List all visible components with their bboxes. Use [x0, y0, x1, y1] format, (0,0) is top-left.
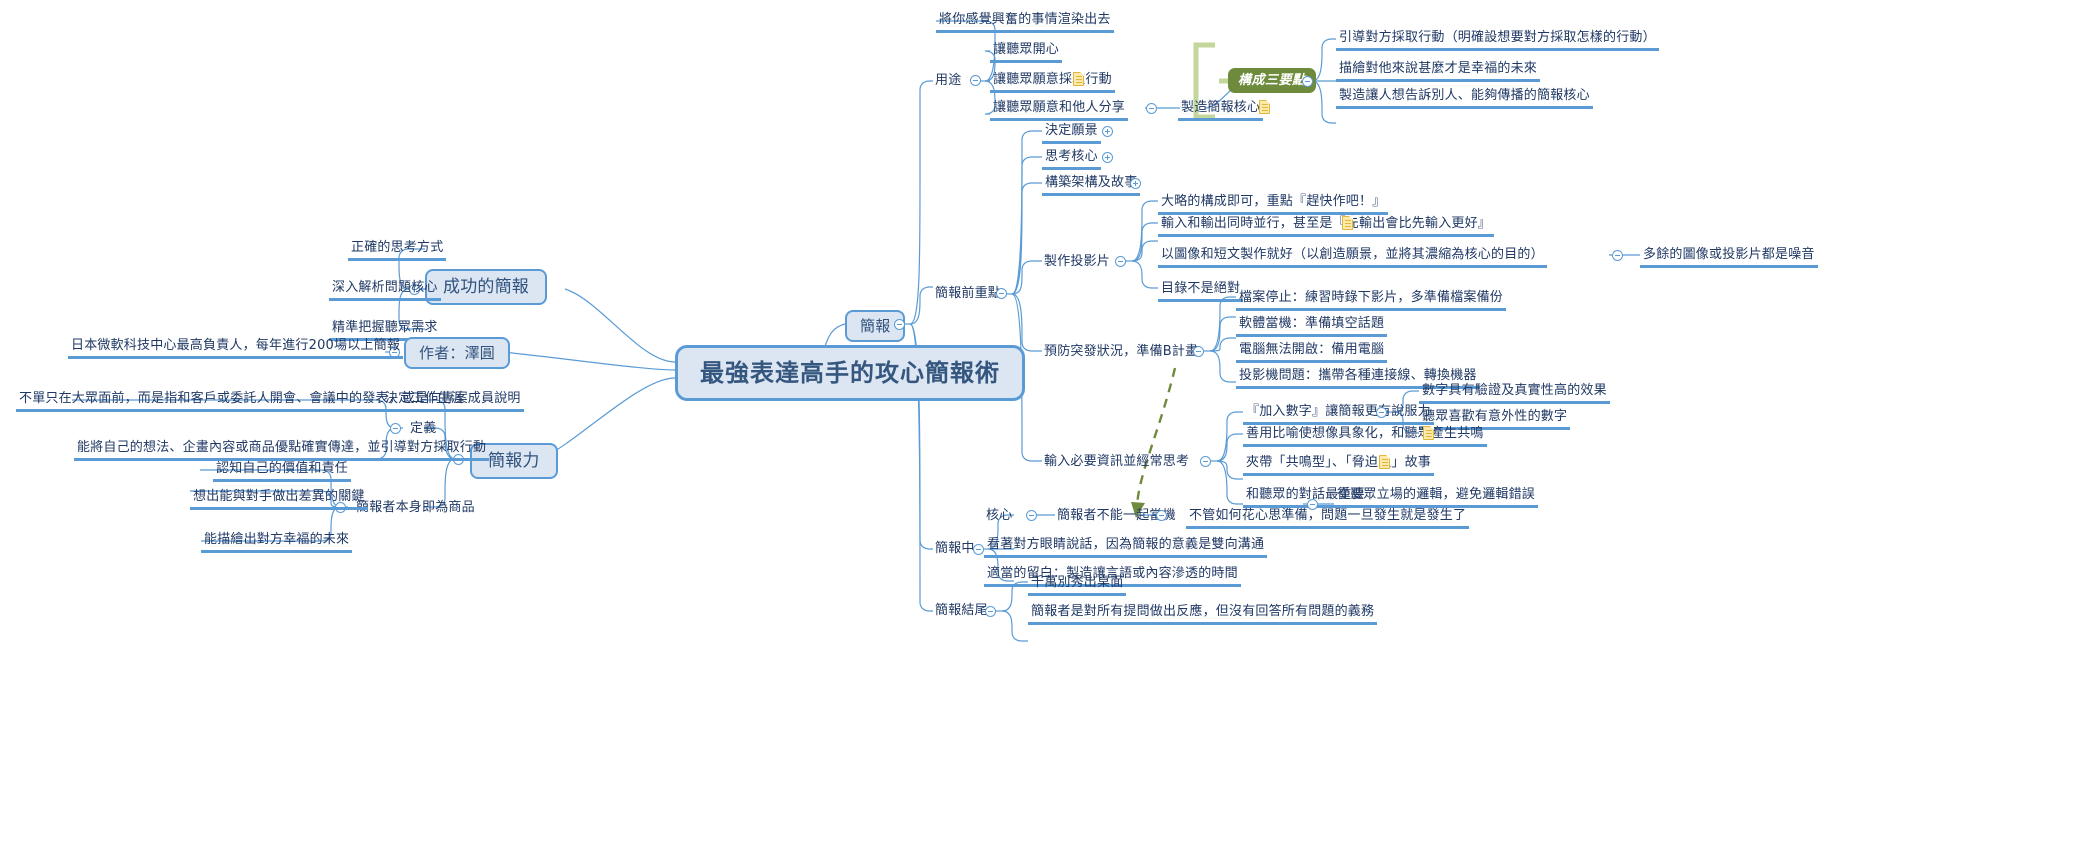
leaf-three-points-1[interactable]: 描繪對他來說甚麼才是幸福的未來 — [1336, 61, 1541, 82]
leaf-during-0[interactable]: 看著對方眼睛說話，因為簡報的意義是雙向溝通 — [984, 537, 1268, 558]
toggle-inputs-numbers[interactable] — [1376, 407, 1387, 418]
toggle-definition[interactable] — [390, 423, 401, 434]
leaf-inputs-numbers[interactable]: 『加入數字』讓簡報更有說服力 — [1243, 404, 1434, 425]
leaf-three-points-2[interactable]: 製造讓人想告訴別人、能夠傳播的簡報核心 — [1336, 88, 1593, 109]
leaf-author-0[interactable]: 日本微軟科技中心最高負責人，每年進行200場以上簡報 — [68, 338, 404, 359]
node-definition[interactable]: 定義 — [410, 421, 437, 436]
note-icon-usage-2[interactable] — [1073, 72, 1084, 86]
leaf-success-0[interactable]: 正確的思考方式 — [348, 240, 447, 261]
leaf-usage-1[interactable]: 讓聽眾開心 — [990, 42, 1063, 63]
leaf-contingency-2[interactable]: 電腦無法開啟：備用電腦 — [1236, 342, 1388, 363]
node-presenter-is-product[interactable]: 簡報者本身即為商品 — [356, 500, 475, 515]
node-author[interactable]: 作者：澤圓 — [404, 337, 511, 369]
leaf-slides-2[interactable]: 以圖像和短文製作就好（以創造願景，並將其濃縮為核心的目的） — [1158, 247, 1547, 268]
leaf-usage-0[interactable]: 將你感覺興奮的事情渲染出去 — [936, 12, 1114, 33]
leaf-definition-1[interactable]: 能將自己的想法、企畫內容或商品優點確實傳達，並引導對方採取行動 — [74, 440, 490, 461]
leaf-problems-happen[interactable]: 不管如何花心思準備，問題一旦發生就是發生了 — [1186, 508, 1470, 529]
central-topic[interactable]: 最強表達高手的攻心簡報術 — [675, 345, 1025, 401]
toggle-usage[interactable] — [970, 75, 981, 86]
leaf-contingency-0[interactable]: 檔案停止：練習時錄下影片，多準備檔案備份 — [1236, 290, 1507, 311]
leaf-during-1[interactable]: 適當的留白：製造讓言語或內容滲透的時間 — [984, 566, 1241, 587]
leaf-decide-vision[interactable]: 決定願景 — [1042, 123, 1101, 144]
note-icon-inputs-story[interactable] — [1379, 455, 1390, 469]
leaf-ending-1[interactable]: 簡報者是對所有提問做出反應，但沒有回答所有問題的義務 — [1028, 604, 1378, 625]
toggle-decide-vision[interactable] — [1102, 126, 1113, 137]
toggle-presentation-root[interactable] — [894, 319, 905, 330]
leaf-slides-0[interactable]: 大略的構成即可，重點『趕快作吧！』 — [1158, 194, 1389, 215]
toggle-presenter-cannot-crash[interactable] — [1156, 510, 1167, 521]
leaf-product-2[interactable]: 能描繪出對方幸福的未來 — [201, 532, 353, 553]
leaf-definition-0[interactable]: 不單只在大眾面前，而是指和客戶或委託人開會、會議中的發表，或是向專案成員說明 — [16, 391, 524, 412]
node-contingency[interactable]: 預防突發狀況，準備B計畫 — [1044, 344, 1199, 359]
node-during-presentation[interactable]: 簡報中 — [935, 541, 975, 556]
node-inputs[interactable]: 輸入必要資訊並經常思考 — [1044, 454, 1190, 469]
leaf-slides-noise[interactable]: 多餘的圖像或投影片都是噪音 — [1640, 247, 1818, 268]
leaf-usage-2[interactable]: 讓聽眾願意採取行動 — [990, 72, 1115, 93]
node-presentation-root[interactable]: 簡報 — [845, 310, 906, 342]
node-during-core[interactable]: 核心 — [986, 508, 1013, 523]
leaf-product-1[interactable]: 想出能與對手做出差異的關鍵 — [190, 489, 368, 510]
leaf-ending-0[interactable]: 千萬別秀出桌面 — [1028, 575, 1127, 596]
node-ending[interactable]: 簡報結尾 — [935, 603, 988, 618]
toggle-ending[interactable] — [985, 606, 996, 617]
node-presentation-power[interactable]: 簡報力 — [470, 443, 558, 479]
leaf-inputs-dialogue-child[interactable]: 從聽眾立場的邏輯，避免邏輯錯誤 — [1334, 487, 1539, 508]
toggle-inputs[interactable] — [1200, 456, 1211, 467]
leaf-inputs-story[interactable]: 夾帶「共鳴型」、「脅迫型」故事 — [1243, 455, 1435, 476]
leaf-contingency-1[interactable]: 軟體當機：準備填空話題 — [1236, 316, 1388, 337]
leaf-three-points-0[interactable]: 引導對方採取行動（明確設想要對方採取怎樣的行動） — [1336, 30, 1659, 51]
node-make-slides[interactable]: 製作投影片 — [1044, 254, 1111, 269]
leaf-numbers-0[interactable]: 數字具有驗證及真實性高的效果 — [1419, 383, 1610, 404]
node-before-presentation[interactable]: 簡報前重點 — [935, 286, 1002, 301]
toggle-successful-presentation[interactable] — [409, 284, 420, 295]
leaf-inputs-metaphor[interactable]: 善用比喻使想像具象化，和聽眾產生共鳴 — [1243, 426, 1487, 447]
toggle-inputs-dialogue[interactable] — [1307, 499, 1318, 510]
leaf-contingency-3[interactable]: 投影機問題：攜帶各種連接線、轉換機器 — [1236, 368, 1480, 389]
leaf-usage-3[interactable]: 讓聽眾願意和他人分享 — [990, 100, 1129, 121]
toggle-during-presentation[interactable] — [973, 544, 984, 555]
leaf-think-core[interactable]: 思考核心 — [1042, 149, 1101, 170]
toggle-during-core[interactable] — [1026, 510, 1037, 521]
leaf-build-structure[interactable]: 構築架構及故事 — [1042, 175, 1141, 196]
note-icon-slides-1[interactable] — [1342, 216, 1353, 230]
node-presenter-cannot-crash[interactable]: 簡報者不能一起當機 — [1057, 508, 1176, 523]
node-three-elements[interactable]: 構成三要點 — [1228, 68, 1316, 93]
toggle-before-presentation[interactable] — [996, 288, 1007, 299]
toggle-contingency[interactable] — [1193, 346, 1204, 357]
toggle-slides-2[interactable] — [1612, 250, 1623, 261]
node-usage[interactable]: 用途 — [935, 73, 962, 88]
toggle-make-slides[interactable] — [1115, 256, 1126, 267]
note-icon-make-core[interactable] — [1259, 100, 1270, 114]
node-successful-presentation[interactable]: 成功的簡報 — [425, 269, 547, 305]
leaf-success-2[interactable]: 精準把握聽眾需求 — [329, 320, 441, 341]
toggle-three-elements[interactable] — [1302, 76, 1313, 87]
toggle-build-structure[interactable] — [1130, 178, 1141, 189]
leaf-numbers-1[interactable]: 聽眾喜歡有意外性的數字 — [1419, 409, 1571, 430]
note-icon-inputs-metaphor[interactable] — [1423, 426, 1434, 440]
toggle-think-core[interactable] — [1102, 152, 1113, 163]
leaf-slides-3[interactable]: 目錄不是絕對 — [1158, 281, 1244, 302]
leaf-success-1[interactable]: 深入解析問題核心 — [329, 280, 441, 301]
toggle-usage-3[interactable] — [1146, 103, 1157, 114]
leaf-make-core[interactable]: 製造簡報核心 — [1178, 100, 1264, 121]
leaf-slides-1[interactable]: 輸入和輸出同時並行，甚至是『先輸出會比先輸入更好』 — [1158, 216, 1495, 237]
leaf-product-0[interactable]: 認知自己的價值和責任 — [213, 461, 352, 482]
leaf-inputs-dialogue[interactable]: 和聽眾的對話最重要 — [1243, 487, 1368, 508]
